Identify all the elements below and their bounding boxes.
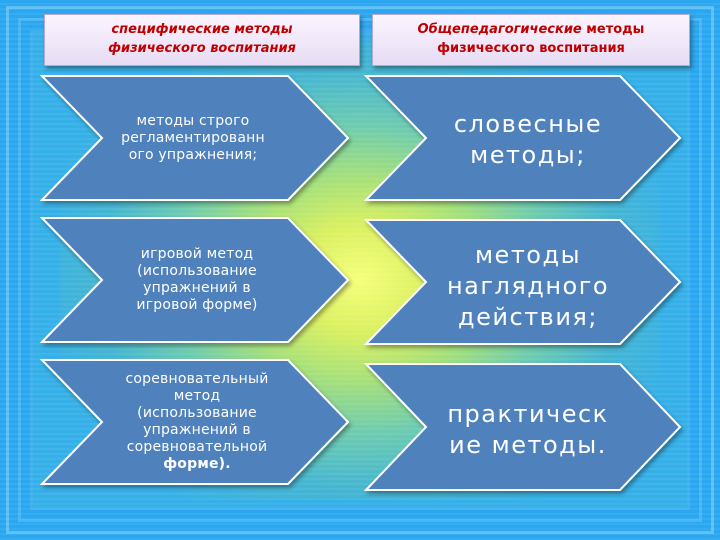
left-item-1-line-2: регламентированн [121,129,265,146]
header-right-line2: физического воспитания [437,41,625,56]
chevron-left-3 [39,359,350,485]
right-item-1-line-2: методы; [470,141,586,169]
right-item-3-line-2: ие методы. [449,431,607,459]
outer-frame [6,6,714,534]
left-item-2-text: игровой метод (использование упражнений … [104,236,290,324]
right-item-2-line-3: действия; [458,302,598,331]
right-item-3-text: практическ ие методы. [420,394,636,466]
right-item-3-line-1: практическ [447,400,609,428]
chevron-right-2 [363,219,682,345]
left-item-3-text: соревновательный метод (использование уп… [104,364,290,480]
left-item-1-line-1: методы строго [136,112,250,129]
header-left-line2: физического воспитания [108,41,296,56]
chevron-right-1 [363,75,682,201]
header-left-line1: специфические методы [111,22,293,37]
left-item-2-line-2: (использование [137,263,257,279]
chevron-left-1 [39,75,350,201]
left-item-2-line-4: игровой форме) [136,297,258,313]
left-item-3-line-5: соревновательной [126,439,268,455]
header-right-line1-italic: Общепедагогические [417,22,582,37]
left-item-1-line-3: ого упражнения; [128,146,258,163]
header-specific-methods: специфические методы физического воспита… [44,14,360,66]
inner-frame [18,18,702,522]
right-item-1-line-1: словесные [453,110,603,138]
left-item-3-line-4: упражнений в [143,422,251,438]
right-item-2-line-1: методы [474,240,582,269]
chevron-left-2 [39,217,350,343]
left-item-3-line-6: форме). [163,456,231,472]
header-general-methods: Общепедагогические методы физического во… [372,14,690,66]
chevron-right-3 [363,363,682,491]
left-item-2-line-3: упражнений в [143,280,251,296]
left-item-3-line-3: (использование [137,405,257,421]
left-item-3-line-2: метод [173,388,221,404]
left-item-2-line-1: игровой метод [140,246,254,262]
right-item-2-line-2: наглядного [446,271,610,300]
right-item-1-text: словесные методы; [420,100,636,180]
right-item-2-text: методы наглядного действия; [420,236,636,336]
left-item-1-text: методы строго регламентированн ого упраж… [100,96,286,180]
header-right-line1-rest: методы [581,22,645,37]
left-item-3-line-1: соревновательный [125,371,269,387]
